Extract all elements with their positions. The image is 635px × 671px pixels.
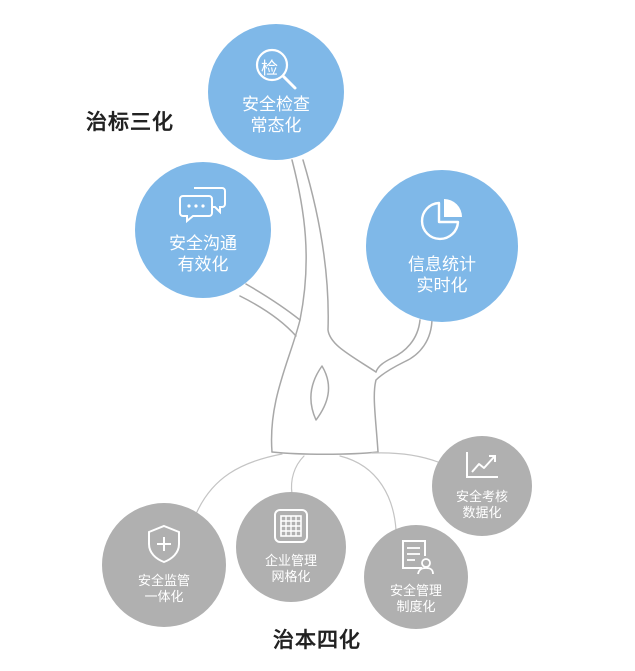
root-4 — [371, 452, 439, 463]
node-label-line2: 数据化 — [462, 506, 502, 521]
node-safety-institution: 安全管理 制度化 — [364, 525, 468, 629]
node-label-line1: 安全监管 — [137, 573, 190, 589]
node-enterprise-management: 企业管理 网格化 — [236, 492, 346, 602]
right-branch-inner — [375, 319, 421, 373]
trunk-base — [271, 451, 379, 455]
top-branch-inner — [302, 159, 377, 373]
node-safety-supervision: 安全监管 一体化 — [102, 503, 226, 627]
heading-benzhi: 治本四化 — [273, 628, 361, 652]
line-chart-icon — [464, 450, 500, 484]
node-label-line2: 制度化 — [396, 600, 436, 615]
node-label-line1: 安全检查 — [242, 94, 310, 115]
heading-biaozhi: 治标三化 — [86, 110, 174, 134]
node-info-statistics: 信息统计 实时化 — [366, 170, 518, 322]
chat-bubbles-icon — [178, 184, 228, 228]
search-inspect-icon: 检 — [252, 47, 300, 91]
node-label-line2: 实时化 — [416, 276, 468, 296]
trunk-knot — [310, 365, 330, 421]
root-2 — [290, 455, 305, 495]
left-branch-upper — [245, 283, 301, 321]
node-label-line1: 信息统计 — [408, 254, 476, 275]
node-label-line1: 安全管理 — [389, 583, 442, 599]
node-label-line1: 企业管理 — [264, 553, 317, 569]
shield-plus-icon — [146, 524, 182, 568]
pie-chart-icon — [418, 195, 466, 247]
inspect-char: 检 — [261, 58, 278, 79]
grid-icon — [273, 508, 309, 548]
node-label-line2: 网格化 — [271, 570, 311, 585]
node-label-line2: 常态化 — [250, 116, 302, 136]
node-label-line2: 有效化 — [177, 255, 229, 275]
root-1 — [195, 453, 283, 515]
right-branch-outer — [373, 317, 433, 453]
node-label-line1: 安全考核 — [455, 489, 508, 505]
root-3 — [339, 455, 397, 531]
node-label-line1: 安全沟通 — [169, 233, 237, 254]
trunk-left-edge — [270, 159, 307, 453]
node-safety-communication: 安全沟通 有效化 — [135, 162, 271, 298]
left-branch-lower — [239, 295, 297, 337]
document-user-icon — [398, 538, 434, 580]
node-label-line2: 一体化 — [144, 590, 184, 605]
node-safety-assessment: 安全考核 数据化 — [432, 436, 532, 536]
node-safety-inspection: 检 安全检查 常态化 — [208, 24, 344, 160]
